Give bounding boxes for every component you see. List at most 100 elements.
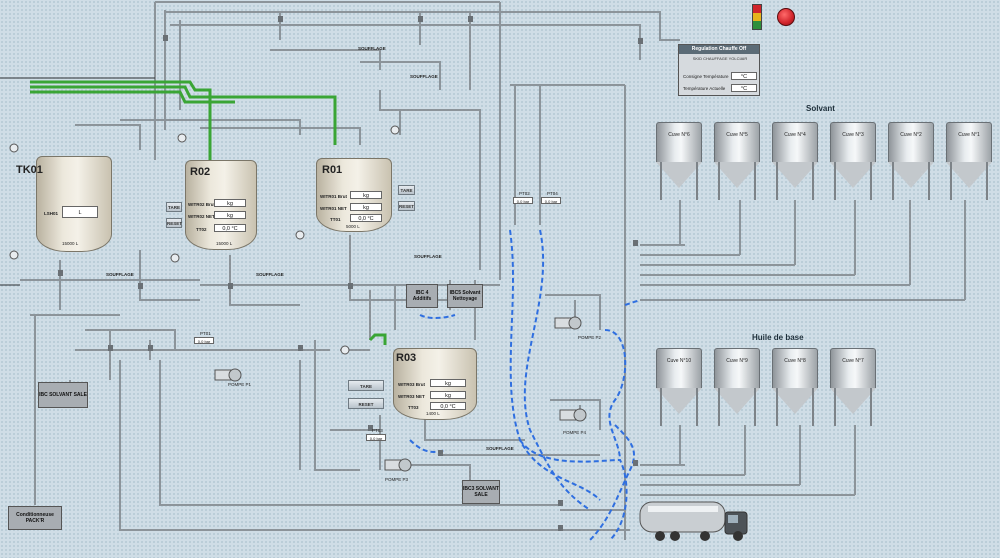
r03-tare-button[interactable]: TARE [348,380,384,391]
ibc-solvant-sale-left[interactable]: IBC SOLVANT SALE [38,382,88,408]
emergency-stop-button[interactable] [777,8,795,26]
blue-hose [604,329,627,461]
tank-tk01[interactable] [36,156,112,252]
tk01-capacity: 15000 L [62,241,79,246]
pipe [545,294,601,330]
blue-hose [419,314,456,319]
silo-cuve-10[interactable]: Cuve N°10 [656,348,702,426]
pt03-value: 0,0 bar [366,434,386,441]
section-huile: Huile de base [752,333,804,342]
ibc-additifs[interactable]: IBC 4 Additifs [406,284,438,308]
ibc-solvant-nettoyage[interactable]: IBC5 Solvant Nettoyage [447,284,483,308]
green-pipe [30,80,212,160]
valve [278,16,283,22]
pipe [75,124,141,150]
valve [163,35,168,41]
valve [418,16,423,22]
ibc-solvant-sale-bottom[interactable]: IBC3 SOLVANT SALE [462,480,500,504]
silo-cuve-9[interactable]: Cuve N°9 [714,348,760,426]
r01-temp-value: 0,0 °C [350,214,382,222]
pump-p3-graphic [384,458,412,472]
pump-p2-graphic [554,316,582,330]
r03-net-label: WITR03 NET [398,394,425,399]
r02-tare-button[interactable]: TARE [166,202,182,212]
pipe [424,415,525,441]
pt01-label: PT01 [200,331,211,336]
silo-cuve-4[interactable]: Cuve N°4 [772,122,818,200]
gauge [170,253,180,263]
pipe [550,399,601,430]
green-pipe [30,90,235,104]
soufflage-label: SOUFFLAGE [414,254,442,259]
regulation-title: Regulation Chauffe Off [679,45,759,54]
valve [348,283,353,289]
pipe [314,340,360,471]
silo-cuve-3[interactable]: Cuve N°3 [830,122,876,200]
silo-label: Cuve N°8 [784,358,806,364]
r03-brut-value: kg [430,379,466,387]
tk01-title: TK01 [16,164,43,176]
pump-p3-label: POMPE P3 [385,477,409,482]
r02-net-label: WITR02 NET [188,214,215,219]
pipe [229,255,300,306]
r01-net-value: kg [350,203,382,211]
r01-tare-button[interactable]: TARE [398,185,415,195]
silo-label: Cuve N°1 [958,132,980,138]
r02-temp-label: TT02 [196,227,207,232]
silo-cuve-7[interactable]: Cuve N°7 [830,348,876,426]
silo-cuve-5[interactable]: Cuve N°5 [714,122,760,200]
gauge [9,143,19,153]
pipe [200,127,361,145]
silo-cuve-2[interactable]: Cuve N°2 [888,122,934,200]
r02-temp-value: 0,0 °C [214,224,246,232]
pipe [159,360,560,506]
valve [633,240,638,246]
pt04-value: 0,0 bar [541,197,561,204]
soufflage-label: SOUFFLAGE [358,46,386,51]
pump-p1-label: POMPE P1 [228,382,252,387]
pump-p4-graphic [559,408,587,422]
blue-hose [509,229,601,501]
tk01-level-label: LSH01 [44,211,59,216]
blue-hose [589,424,635,541]
r01-title: R01 [322,164,343,176]
r03-temp-value: 0,0 °C [430,402,466,410]
pt04-label: PT04 [547,191,558,196]
tanker-truck [639,501,748,541]
gauge [295,230,305,240]
r03-reset-button[interactable]: RESET [348,398,384,409]
valve [228,283,233,289]
soufflage-label: SOUFFLAGE [410,74,438,79]
r02-reset-button[interactable]: RESET [166,218,182,228]
r03-capacity: 1400 L [426,411,440,416]
silo-cuve-1[interactable]: Cuve N°1 [946,122,992,200]
pump-p2-label: POMPE P2 [578,335,602,340]
valve [368,425,373,431]
conditionneuse-packr[interactable]: Conditionneuse PACK'R [8,506,62,530]
r03-brut-label: WITR03 Brut [398,382,425,387]
valve [298,345,303,351]
blue-hose [624,299,641,306]
valve [633,460,638,466]
valve [138,283,143,289]
valve [468,16,473,22]
silo-label: Cuve N°4 [784,132,806,138]
consigne-label: Consigne Température [683,74,729,79]
pt02-value: 0,0 bar [513,197,533,204]
silo-cuve-8[interactable]: Cuve N°8 [772,348,818,426]
regulation-subtitle: SKID CHAUFFAGE YOLCIAIR [692,56,748,61]
gauge [340,345,350,355]
valve [108,345,113,351]
r02-net-value: kg [214,211,246,219]
r01-capacity: 5000 L [346,224,360,229]
valve [148,345,153,351]
silo-label: Cuve N°7 [842,358,864,364]
r03-title: R03 [396,352,417,364]
section-solvant: Solvant [806,104,835,113]
consigne-input[interactable]: °C [731,72,757,80]
green-pipe [30,85,337,145]
silo-cuve-6[interactable]: Cuve N°6 [656,122,702,200]
silo-label: Cuve N°3 [842,132,864,138]
r01-reset-button[interactable]: RESET [398,201,415,211]
valve [438,450,443,456]
